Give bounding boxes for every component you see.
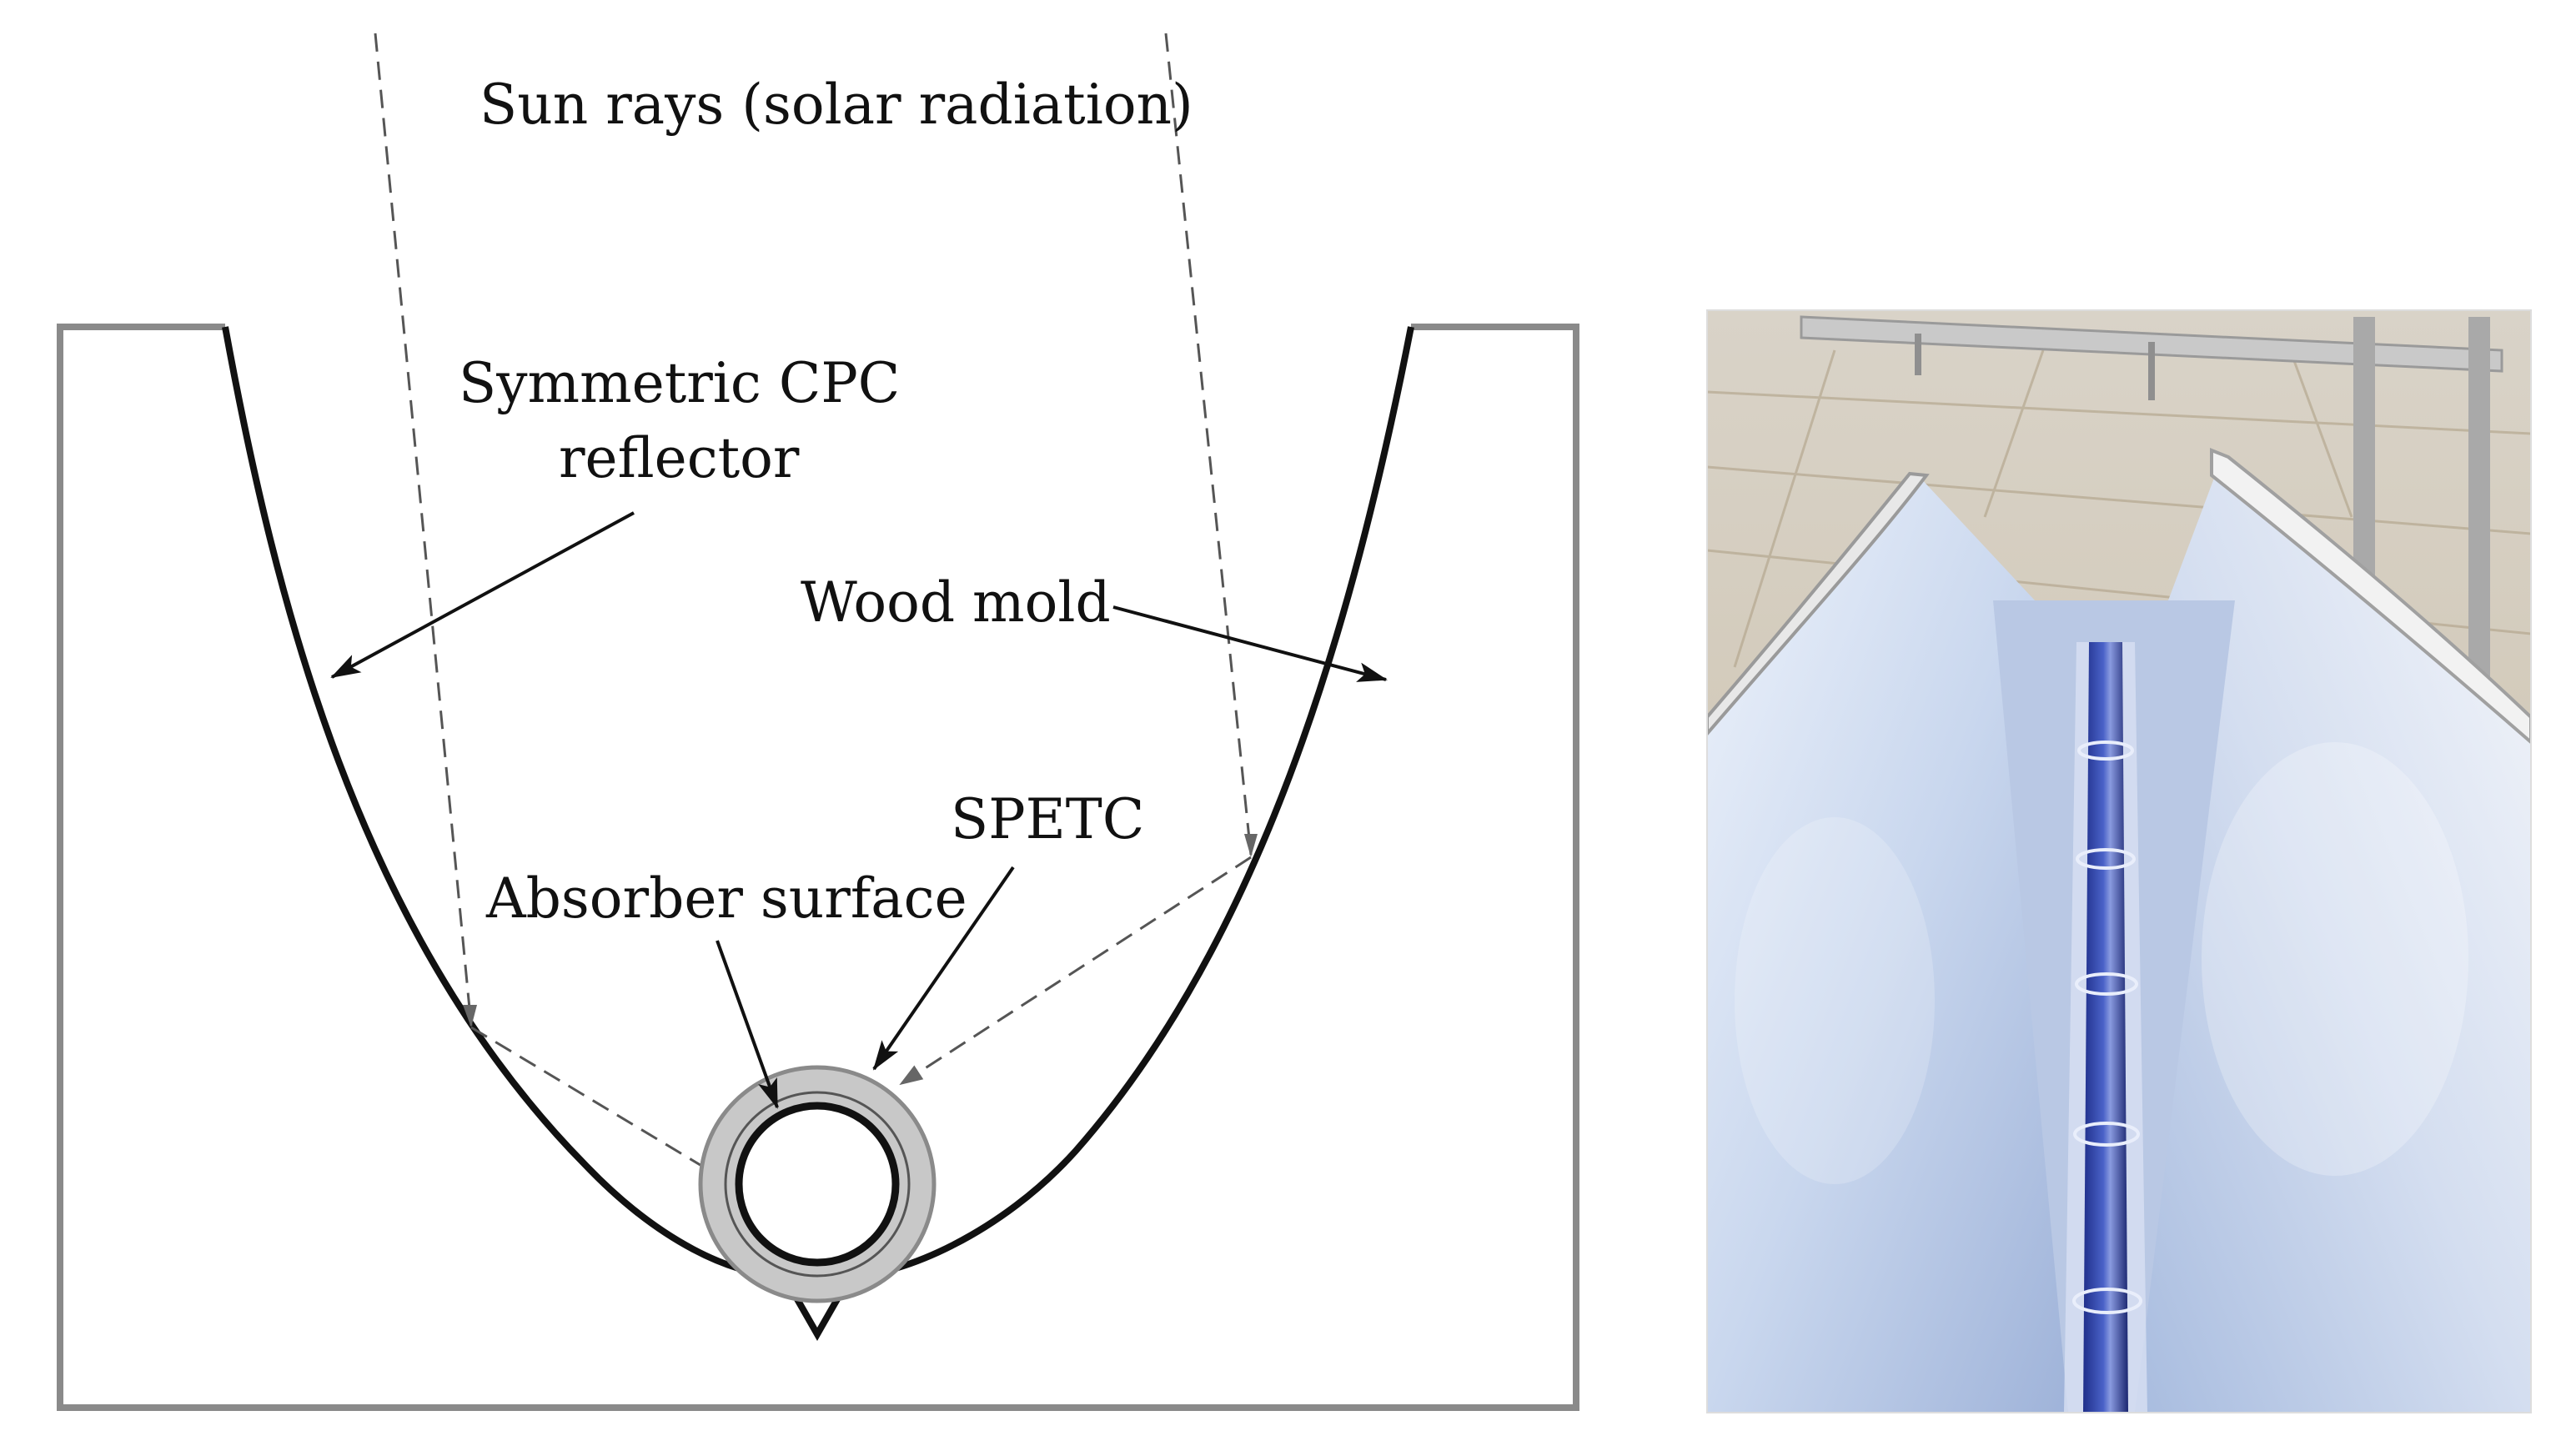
label-absorber-surface: Absorber surface bbox=[485, 866, 967, 931]
sun-ray-left bbox=[374, 33, 473, 1027]
photo-border bbox=[1706, 309, 2532, 1413]
cpc-schematic: Sun rays (solar radiation) Symmetric CPC… bbox=[57, 33, 1579, 1411]
arrow-spetc bbox=[872, 866, 1015, 1071]
collector-photo bbox=[1707, 310, 2531, 1413]
label-cpc-line2: reflector bbox=[559, 426, 800, 490]
sun-ray-right bbox=[1164, 33, 1253, 856]
label-sun-rays: Sun rays (solar radiation) bbox=[480, 73, 1193, 137]
wood-mold-frame bbox=[57, 324, 1579, 1411]
arrow-cpc-reflector bbox=[330, 511, 635, 679]
reflection-point-right bbox=[1244, 834, 1258, 857]
cpc-reflector-curve bbox=[222, 326, 1414, 1342]
label-spetc: SPETC bbox=[951, 787, 1144, 851]
reflection-point-left bbox=[463, 1005, 477, 1027]
label-wood-mold: Wood mold bbox=[801, 570, 1111, 635]
reflected-ray-left bbox=[470, 1026, 734, 1186]
reflected-ray-right bbox=[899, 856, 1252, 1086]
label-cpc-line1: Symmetric CPC bbox=[459, 351, 900, 415]
arrow-wood-mold bbox=[1112, 605, 1388, 682]
absorber-surface-circle bbox=[735, 1102, 900, 1267]
arrow-absorber-surface bbox=[716, 940, 779, 1109]
